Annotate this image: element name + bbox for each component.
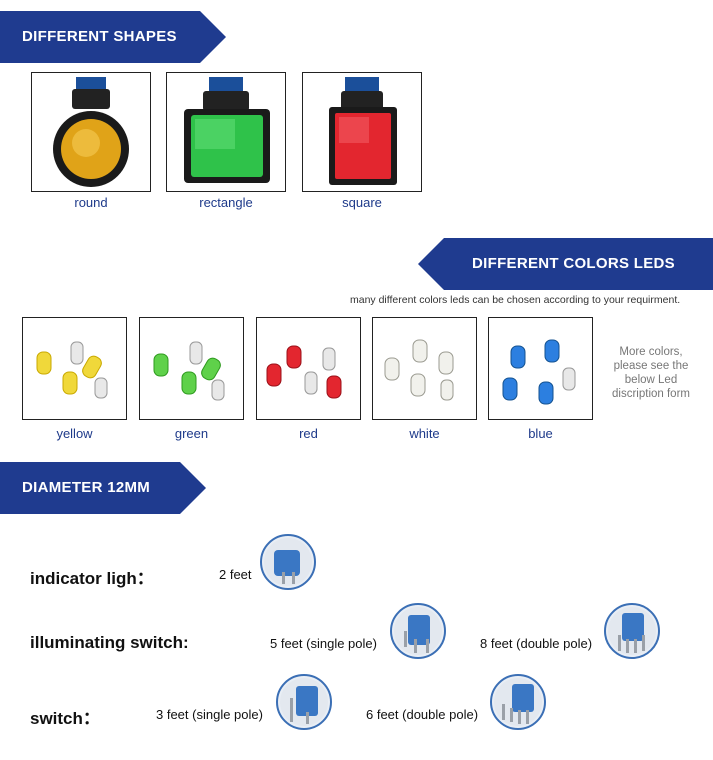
- indicator-light-label: indicator ligh：: [30, 569, 154, 588]
- illuminating-opt-5-feet: 5 feet (single pole): [270, 636, 377, 651]
- switch-3-feet-thumbnail: [276, 674, 332, 730]
- illuminating-opt-8-feet: 8 feet (double pole): [480, 636, 593, 651]
- section-title: DIFFERENT COLORS LEDS: [472, 255, 675, 272]
- shape-photo-rectangle: [166, 72, 286, 192]
- switch-label: switch：: [30, 709, 100, 728]
- section-title: DIFFERENT SHAPES: [22, 28, 177, 45]
- shape-label: square: [342, 195, 382, 210]
- shape-label: rectangle: [199, 195, 253, 210]
- switch-opt-6-feet: 6 feet (double pole): [366, 707, 479, 722]
- illuminating-8-feet-thumbnail: [604, 603, 660, 659]
- shape-photo-round: [31, 72, 151, 192]
- led-label: white: [409, 426, 440, 441]
- switch-opt-3-feet: 3 feet (single pole): [156, 707, 263, 722]
- banner-different-shapes: DIFFERENT SHAPES: [0, 11, 230, 63]
- indicator-thumbnail: [260, 534, 316, 590]
- shape-label: round: [74, 195, 108, 210]
- led-photo-yellow: [22, 317, 127, 420]
- more-colors-note: More colors, please see the below Led di…: [612, 346, 690, 400]
- illuminating-switch-label: illuminating switch:: [30, 633, 189, 652]
- banner-arrow: [0, 11, 226, 63]
- illuminating-5-feet-thumbnail: [390, 603, 446, 659]
- banner-diameter: DIAMETER 12MM: [0, 462, 210, 514]
- banner-arrow: [418, 238, 713, 290]
- colors-note: many different colors leds can be chosen…: [350, 294, 681, 306]
- led-photo-red: [256, 317, 361, 420]
- section-title: DIAMETER 12MM: [22, 479, 151, 496]
- switch-6-feet-thumbnail: [490, 674, 546, 730]
- led-label: red: [299, 426, 318, 441]
- led-photo-blue: [488, 317, 593, 420]
- led-label: green: [174, 426, 209, 441]
- led-label: blue: [528, 426, 553, 441]
- banner-arrow: [0, 462, 206, 514]
- shape-photo-square: [302, 72, 422, 192]
- led-photo-green: [139, 317, 244, 420]
- led-label: yellow: [56, 426, 93, 441]
- indicator-opt-2-feet: 2 feet: [219, 567, 252, 582]
- led-photo-white: [372, 317, 477, 420]
- banner-different-colors-leds: DIFFERENT COLORS LEDS: [418, 238, 713, 290]
